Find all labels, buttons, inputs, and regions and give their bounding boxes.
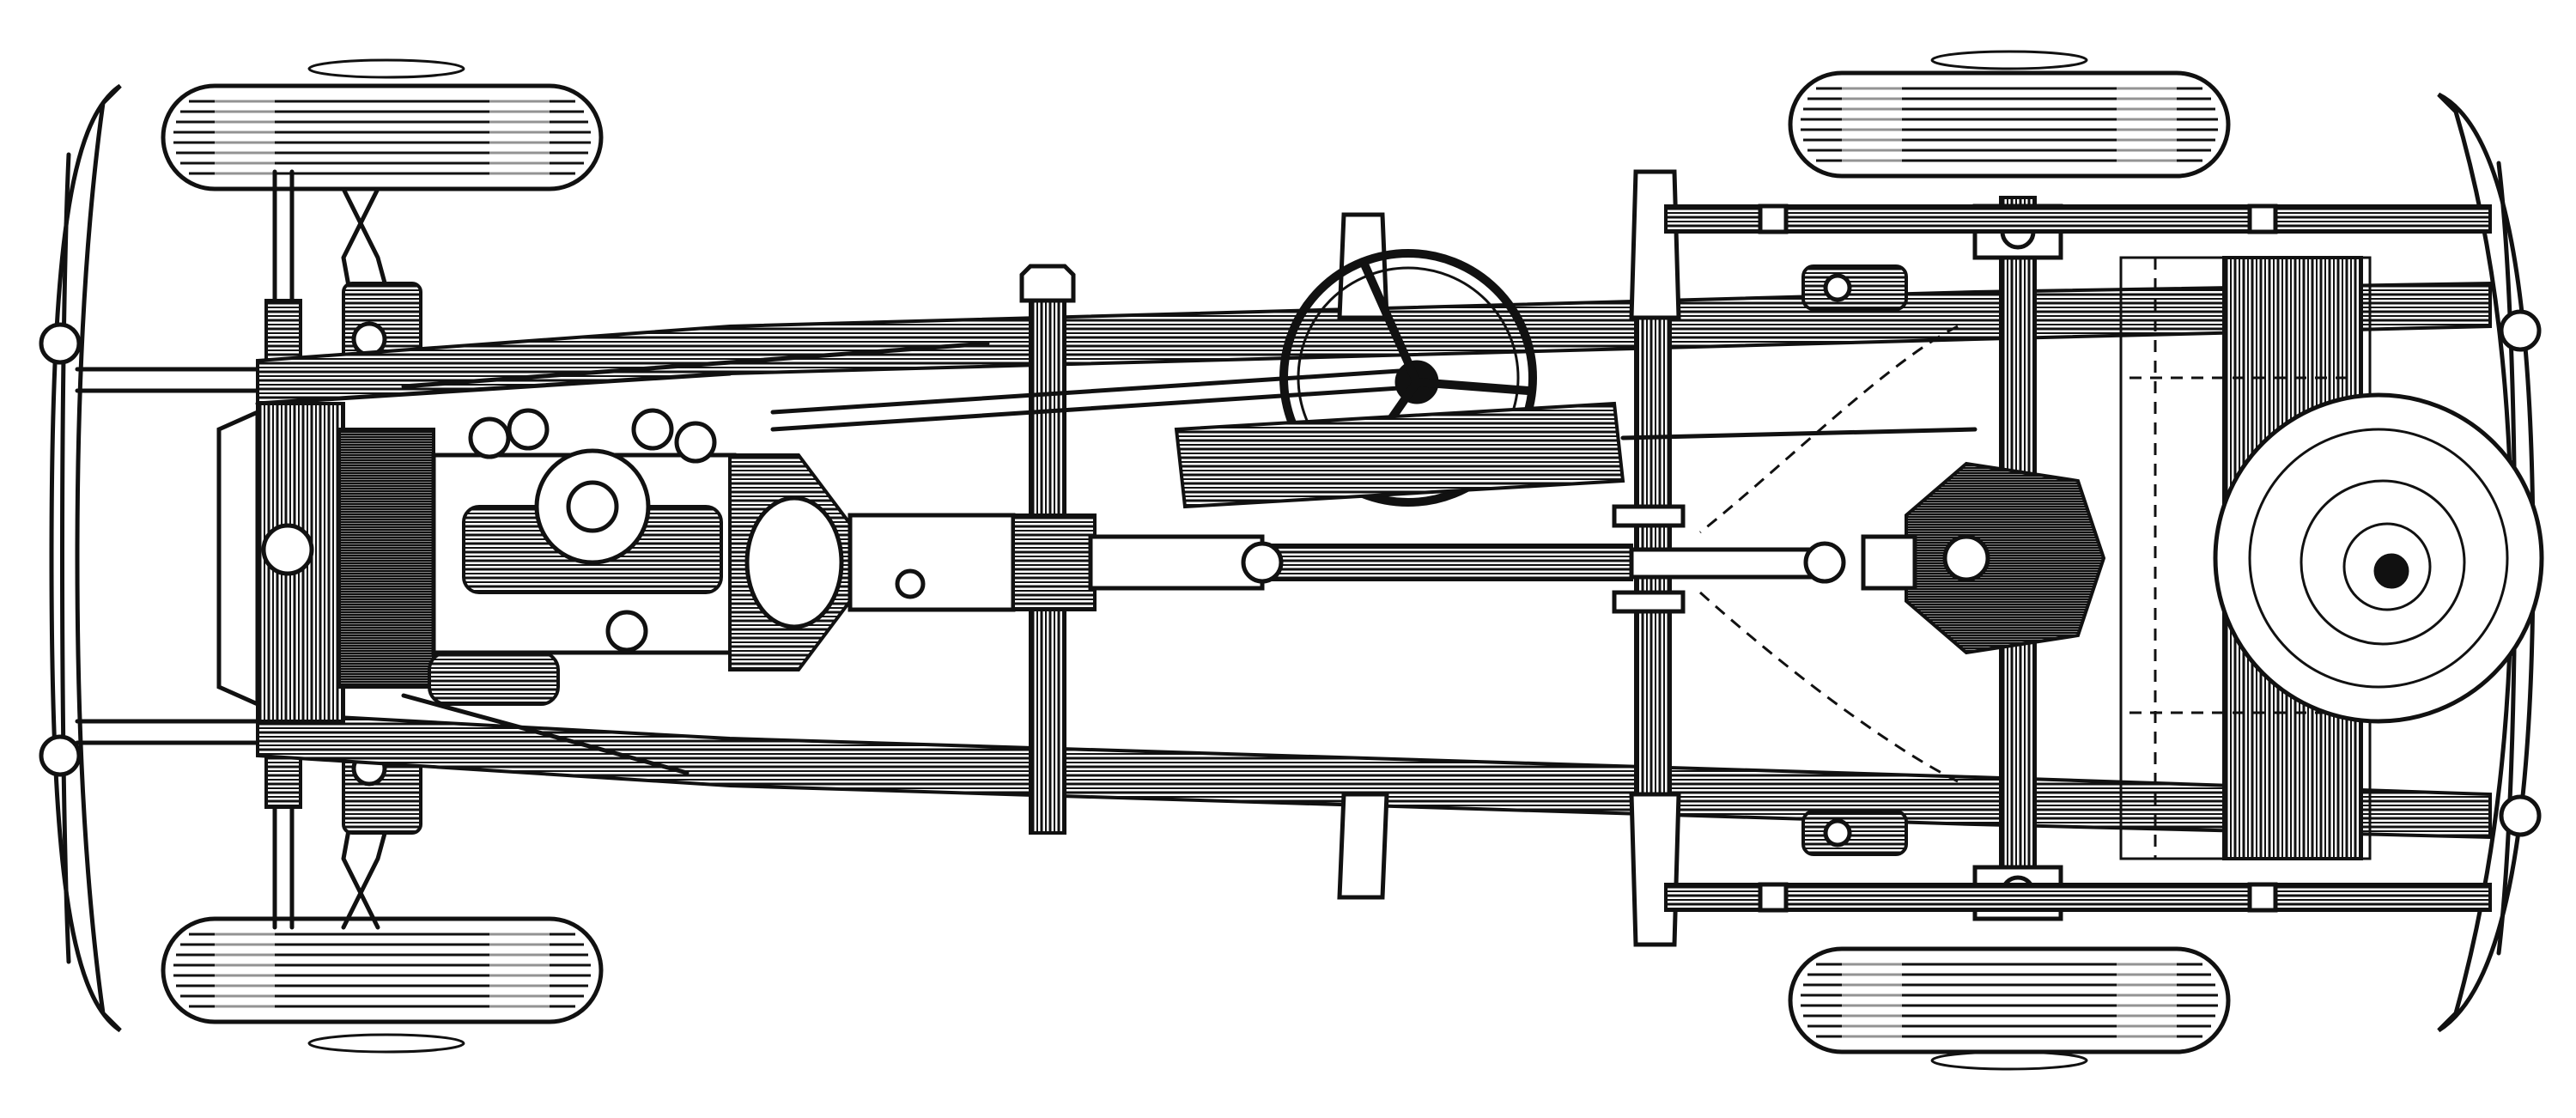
gearbox [728,453,1097,671]
steering-wheel [770,249,1537,507]
front-bumper [39,83,277,1033]
shock-absorbers [1801,264,1908,856]
rear-right-wheel [1790,949,2228,1071]
right-frame-rail [256,710,2492,840]
radiator [216,402,345,723]
spare-wheel [2213,392,2544,724]
brake-cables [1698,325,1959,783]
propeller-shaft [1088,534,1846,591]
leaf-springs [1664,204,2492,913]
front-left-wheel [163,58,601,189]
muffler [1174,401,1978,509]
rear-left-wheel [1790,50,2228,176]
front-right-wheel [163,919,601,1054]
left-frame-rail [255,281,2492,406]
differential [1861,461,2106,655]
